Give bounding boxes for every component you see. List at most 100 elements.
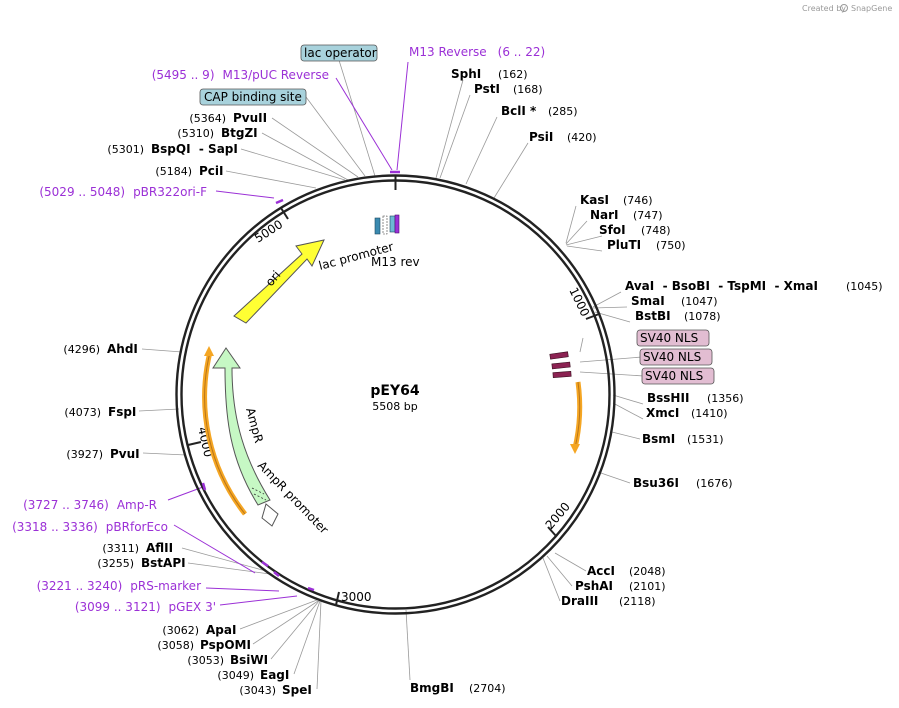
site-bsshii: BssHII(1356): [647, 391, 744, 405]
orf-right-arrowhead: [570, 444, 580, 454]
svg-text:(3311): (3311): [102, 542, 139, 555]
site-avai-group: AvaI - BsoBI - TspMI - XmaI(1045): [625, 279, 883, 293]
site-pvui: (3927) PvuI: [66, 447, 139, 461]
svg-text:(1410): (1410): [691, 407, 728, 420]
lac-feature-markers: [374, 214, 400, 235]
svg-text:(3062): (3062): [162, 624, 199, 637]
svg-text:(5364): (5364): [189, 112, 226, 125]
svg-text:(748): (748): [641, 224, 671, 237]
svg-text:lac operator: lac operator: [304, 46, 377, 60]
site-bmgbi: BmgBI(2704): [410, 681, 506, 695]
svg-text:(2118): (2118): [619, 595, 656, 608]
svg-text:(420): (420): [567, 131, 597, 144]
svg-text:SV40 NLS: SV40 NLS: [643, 350, 701, 364]
site-fspi: (4073) FspI: [64, 405, 136, 419]
site-bcli: BclI *(285): [501, 104, 578, 118]
primer-amp-r: (3727 .. 3746)Amp-R: [23, 498, 157, 512]
svg-text:BtgZI: BtgZI: [221, 126, 258, 140]
svg-text:(3058): (3058): [157, 639, 194, 652]
svg-text:XmcI: XmcI: [646, 406, 679, 420]
svg-text:EagI: EagI: [260, 668, 289, 682]
svg-text:(1047): (1047): [681, 295, 718, 308]
nls-markers: [549, 351, 572, 378]
svg-text:(1356): (1356): [707, 392, 744, 405]
site-kasi: KasI (746): [580, 193, 653, 207]
svg-text:(3255): (3255): [97, 557, 134, 570]
ampr-promoter-arrow: [261, 503, 279, 527]
svg-text:(162): (162): [498, 68, 528, 81]
site-pvuii: (5364) PvuII: [189, 111, 267, 125]
site-pshai: PshAI(2101): [575, 579, 666, 593]
svg-text:PvuI: PvuI: [110, 447, 140, 461]
primer-m13-reverse: M13 Reverse(6 .. 22): [409, 45, 545, 59]
svg-text:PstI: PstI: [474, 82, 500, 96]
svg-text:(1531): (1531): [687, 433, 724, 446]
svg-text:BsmI: BsmI: [642, 432, 675, 446]
feature-box-lac-operator: lac operator: [300, 44, 378, 62]
site-sfoi: SfoI(748): [599, 223, 671, 237]
svg-text:AhdI: AhdI: [107, 342, 138, 356]
primer-marks: [201, 170, 400, 592]
svg-text:PsiI: PsiI: [529, 130, 553, 144]
svg-text:FspI: FspI: [108, 405, 136, 419]
svg-text:BstBI: BstBI: [635, 309, 671, 323]
svg-text:(4073): (4073): [64, 406, 101, 419]
site-acci: AccI (2048): [587, 564, 666, 578]
svg-text:(750): (750): [656, 239, 686, 252]
orf-left-arrowhead: [204, 346, 214, 356]
svg-text:(3927): (3927): [66, 448, 103, 461]
site-psti: PstI (168): [474, 82, 543, 96]
svg-text:(5310): (5310): [177, 127, 214, 140]
backbone-ticks: [187, 176, 600, 606]
site-psii: PsiI (420): [529, 130, 597, 144]
svg-text:(1045): (1045): [846, 280, 883, 293]
site-nari: NarI(747): [590, 208, 663, 222]
ampr-arrow: [212, 347, 271, 506]
ampr-label: AmpR: [243, 406, 266, 444]
tick-3000: 3000: [341, 590, 372, 604]
primer-pbr322ori-f: (5029 .. 5048)pBR322ori-F: [39, 185, 207, 199]
primer-leader-lines: [167, 61, 409, 606]
backbone-outer: [175, 174, 616, 615]
site-apai: (3062) ApaI: [162, 623, 236, 637]
svg-text:KasI: KasI: [580, 193, 609, 207]
site-smai: SmaI(1047): [631, 294, 718, 308]
svg-text:PshAI: PshAI: [575, 579, 613, 593]
feature-box-sv40-nls-2: SV40 NLS: [639, 348, 713, 366]
site-bsmi: BsmI (1531): [642, 432, 724, 446]
svg-text:(285): (285): [548, 105, 578, 118]
svg-text:BstAPI: BstAPI: [141, 556, 186, 570]
snapgene-brand: SnapGene: [851, 4, 892, 13]
site-bspqi-sapi: (5301)BspQI - SapI: [107, 142, 237, 156]
ori-arrow: [233, 239, 325, 324]
svg-text:BsiWI: BsiWI: [230, 653, 268, 667]
svg-text:AccI: AccI: [587, 564, 615, 578]
svg-text:(747): (747): [633, 209, 663, 222]
svg-text:SV40 NLS: SV40 NLS: [640, 331, 698, 345]
svg-text:PluTI: PluTI: [607, 238, 641, 252]
site-bstapi: (3255) BstAPI: [97, 556, 185, 570]
svg-text:BspQI - SapI: BspQI - SapI: [151, 142, 238, 156]
snapgene-logo-icon: [840, 4, 848, 12]
plasmid-size: 5508 bp: [372, 400, 417, 413]
orf-left-arc-line: [204, 351, 246, 515]
primer-m13-puc-reverse: (5495 .. 9)M13/pUC Reverse: [152, 68, 329, 82]
site-draiii: DraIII(2118): [561, 594, 656, 608]
svg-text:(746): (746): [623, 194, 653, 207]
feature-box-sv40-nls-3: SV40 NLS: [641, 367, 715, 385]
svg-text:AflII: AflII: [146, 541, 173, 555]
svg-text:(2048): (2048): [629, 565, 666, 578]
site-sphi: SphI(162): [451, 67, 528, 81]
svg-text:(1078): (1078): [684, 310, 721, 323]
site-aflii: (3311) AflII: [102, 541, 173, 555]
svg-text:(1676): (1676): [696, 477, 733, 490]
site-btgzi: (5310) BtgZI: [177, 126, 257, 140]
site-bstbi: BstBI (1078): [635, 309, 721, 323]
feature-box-cap-binding-site: CAP binding site: [199, 88, 307, 106]
m13-rev-label: M13 rev: [371, 255, 420, 269]
svg-text:(168): (168): [513, 83, 543, 96]
svg-text:SV40 NLS: SV40 NLS: [645, 369, 703, 383]
site-spei: (3043)SpeI: [239, 683, 311, 697]
svg-text:ApaI: ApaI: [206, 623, 236, 637]
svg-text:PvuII: PvuII: [233, 111, 267, 125]
